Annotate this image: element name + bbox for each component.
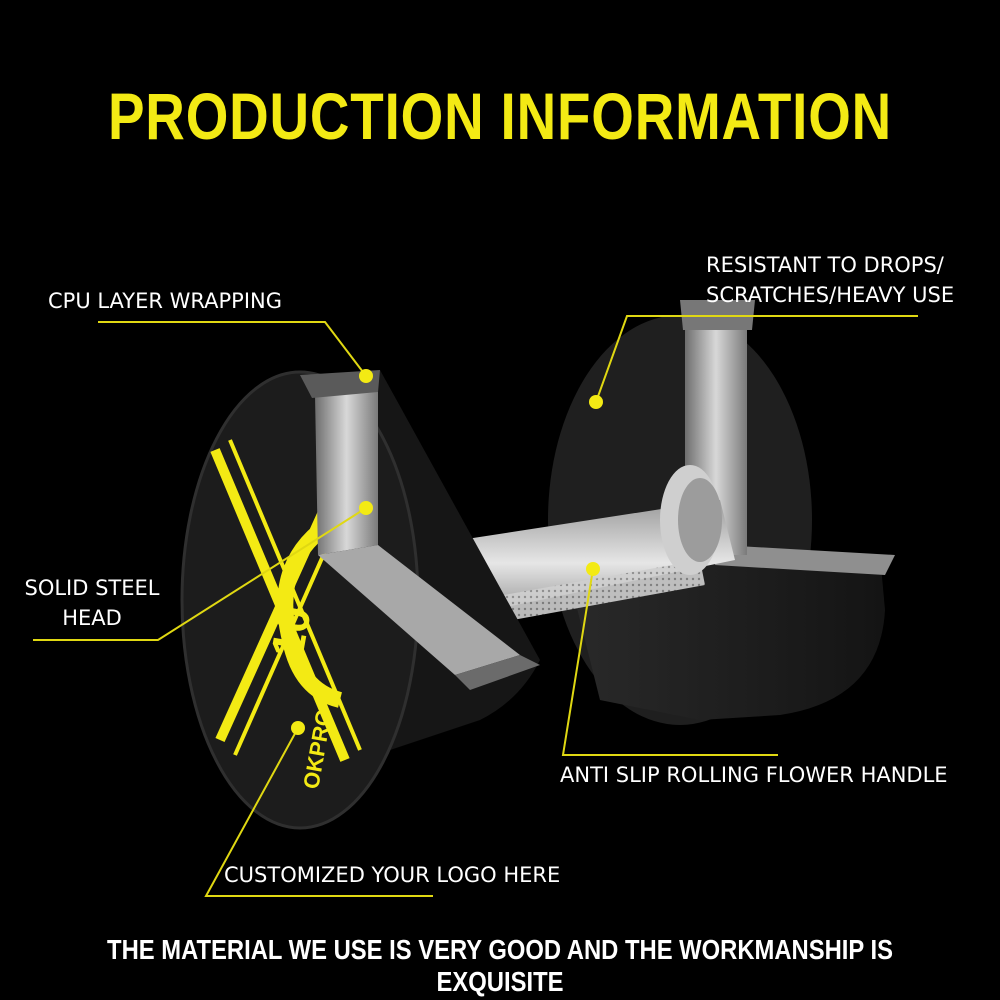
- label-solid-steel-line2: HEAD: [62, 606, 122, 630]
- label-resistant-line2: SCRATCHES/HEAVY USE: [706, 283, 955, 307]
- left-head: 10 OKPRO: [180, 370, 540, 830]
- leader-lines: [33, 315, 918, 897]
- footer-slogan: THE MATERIAL WE USE IS VERY GOOD AND THE…: [107, 934, 893, 997]
- label-custom-logo: CUSTOMIZED YOUR LOGO HERE: [224, 863, 561, 887]
- callout-dots: [291, 369, 603, 735]
- callout-dot-logo: [291, 721, 305, 735]
- label-cpu-layer: CPU LAYER WRAPPING: [48, 289, 283, 313]
- page-title: PRODUCTION INFORMATION: [107, 79, 893, 153]
- label-solid-steel-line1: SOLID STEEL: [24, 576, 160, 600]
- label-resistant-line1: RESISTANT TO DROPS/: [706, 253, 944, 277]
- label-resistant: RESISTANT TO DROPS/ SCRATCHES/HEAVY USE: [706, 250, 954, 310]
- callout-dot-steel: [359, 501, 373, 515]
- callout-dot-cpu: [359, 369, 373, 383]
- plate-number: 10: [261, 602, 321, 661]
- callout-dot-handle: [586, 562, 600, 576]
- label-solid-steel: SOLID STEEL HEAD: [22, 573, 162, 633]
- label-anti-slip: ANTI SLIP ROLLING FLOWER HANDLE: [560, 763, 948, 787]
- callout-dot-resistant: [589, 395, 603, 409]
